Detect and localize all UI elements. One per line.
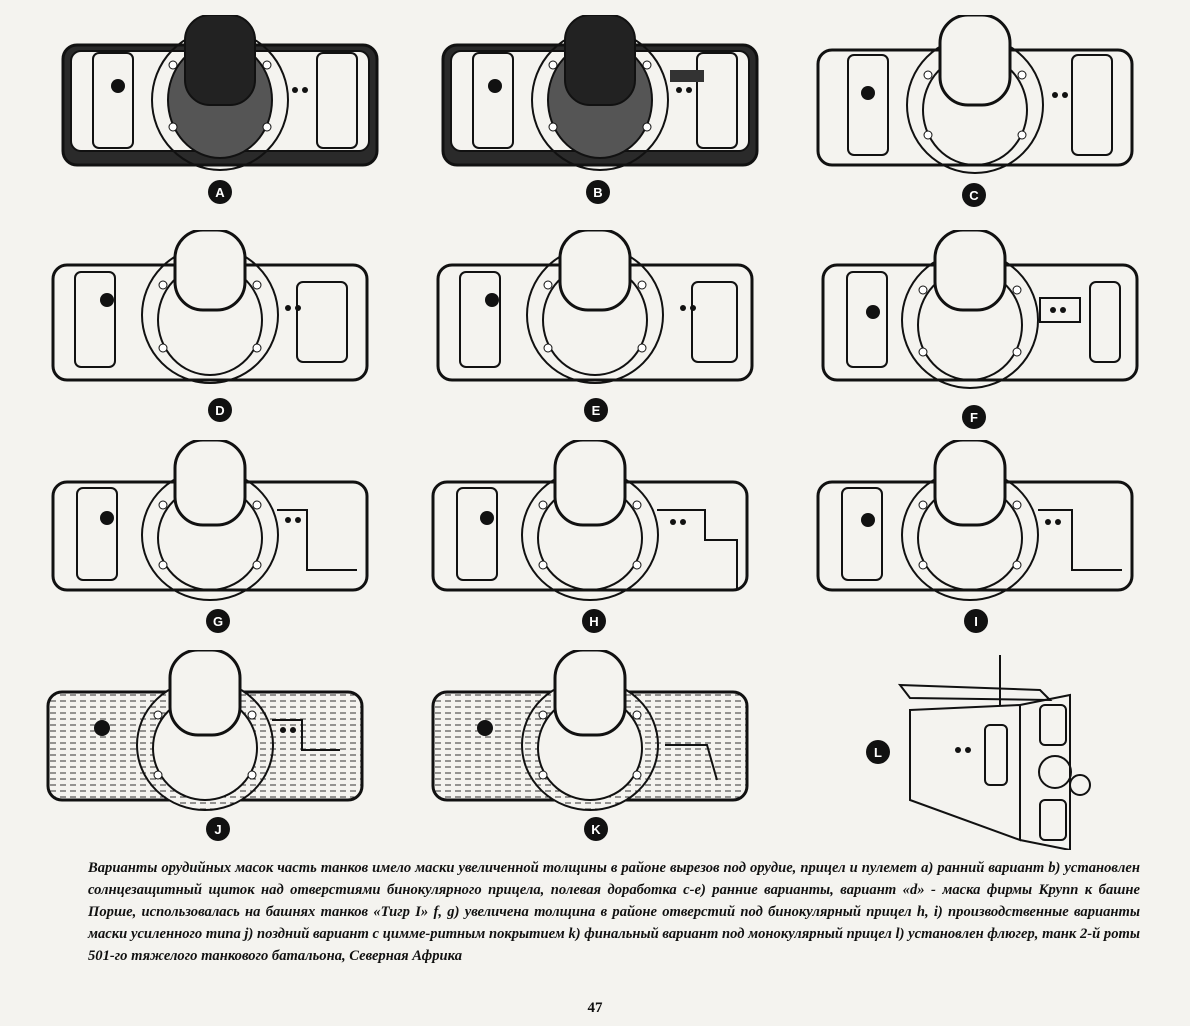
- mantlet-drawing-b: [435, 15, 765, 185]
- label-badge-e: E: [584, 398, 608, 422]
- label-badge-i: I: [964, 609, 988, 633]
- mantlet-e-svg: [436, 230, 754, 384]
- label-badge-d: D: [208, 398, 232, 422]
- mantlet-drawing-j: [40, 650, 370, 820]
- label-badge-j: J: [206, 817, 230, 841]
- mantlet-b-svg: [441, 15, 759, 171]
- label-badge-b: B: [586, 180, 610, 204]
- mantlet-j-svg: [46, 650, 364, 811]
- mantlet-d-svg: [51, 230, 369, 384]
- mantlet-drawing-d: [45, 230, 375, 400]
- figure-caption: Варианты орудийных масок часть танков им…: [88, 860, 1140, 964]
- mantlet-f-svg: [821, 230, 1139, 389]
- mantlet-c-svg: [816, 15, 1134, 174]
- mantlet-k-svg: [431, 650, 749, 811]
- mantlet-l-svg: [897, 655, 1091, 850]
- mantlet-drawing-i: [810, 440, 1140, 610]
- mantlet-h-svg: [431, 440, 749, 601]
- mantlet-drawing-c: [810, 15, 1140, 185]
- mantlet-variants-figure: A B: [40, 15, 1145, 850]
- mantlet-drawing-l: [880, 650, 1120, 850]
- label-badge-a: A: [208, 180, 232, 204]
- mantlet-a-svg: [61, 15, 379, 171]
- mantlet-g-svg: [51, 440, 369, 601]
- label-badge-h: H: [582, 609, 606, 633]
- mantlet-drawing-h: [425, 440, 755, 610]
- page-number: 47: [587, 1000, 603, 1016]
- mantlet-drawing-a: [55, 15, 385, 185]
- mantlet-drawing-f: [815, 230, 1145, 400]
- label-badge-k: K: [584, 817, 608, 841]
- mantlet-drawing-e: [430, 230, 760, 400]
- mantlet-i-svg: [816, 440, 1134, 601]
- label-badge-g: G: [206, 609, 230, 633]
- label-badge-c: C: [962, 183, 986, 207]
- label-badge-f: F: [962, 405, 986, 429]
- mantlet-drawing-g: [45, 440, 375, 610]
- mantlet-drawing-k: [425, 650, 755, 820]
- label-badge-l: L: [866, 740, 890, 764]
